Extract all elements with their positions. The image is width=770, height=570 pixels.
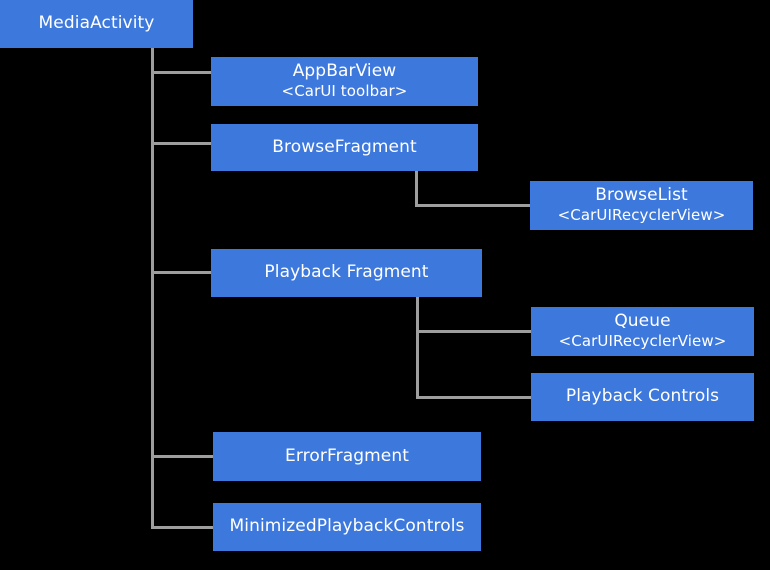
connector-branch-browse-list (415, 171, 530, 207)
node-title-playback-fragment: Playback Fragment (264, 262, 429, 283)
node-title-app-bar-view: AppBarView (292, 60, 397, 81)
node-title-browse-list: BrowseList (595, 184, 688, 205)
connector-trunk-playback (416, 297, 531, 399)
node-media-activity[interactable]: MediaActivity (0, 0, 193, 48)
node-app-bar-view[interactable]: AppBarView<CarUI toolbar> (211, 57, 478, 106)
node-error-fragment[interactable]: ErrorFragment (213, 432, 481, 481)
node-title-media-activity: MediaActivity (38, 13, 155, 34)
node-queue[interactable]: Queue<CarUIRecyclerView> (531, 307, 754, 356)
node-playback-controls[interactable]: Playback Controls (531, 373, 754, 421)
node-browse-fragment[interactable]: BrowseFragment (211, 124, 478, 171)
node-subtitle-browse-list: <CarUIRecyclerView> (557, 206, 726, 225)
node-minimized-playback-controls[interactable]: MinimizedPlaybackControls (213, 503, 481, 551)
node-browse-list[interactable]: BrowseList<CarUIRecyclerView> (530, 181, 753, 230)
node-subtitle-app-bar-view: <CarUI toolbar> (281, 82, 408, 101)
node-title-queue: Queue (614, 310, 671, 331)
node-title-playback-controls: Playback Controls (565, 386, 720, 407)
node-subtitle-queue: <CarUIRecyclerView> (558, 332, 727, 351)
connector-trunk-main (151, 48, 213, 529)
node-title-minimized-playback-controls: MinimizedPlaybackControls (229, 516, 465, 537)
node-title-browse-fragment: BrowseFragment (272, 136, 417, 157)
node-playback-fragment[interactable]: Playback Fragment (211, 249, 482, 297)
node-title-error-fragment: ErrorFragment (285, 445, 409, 466)
